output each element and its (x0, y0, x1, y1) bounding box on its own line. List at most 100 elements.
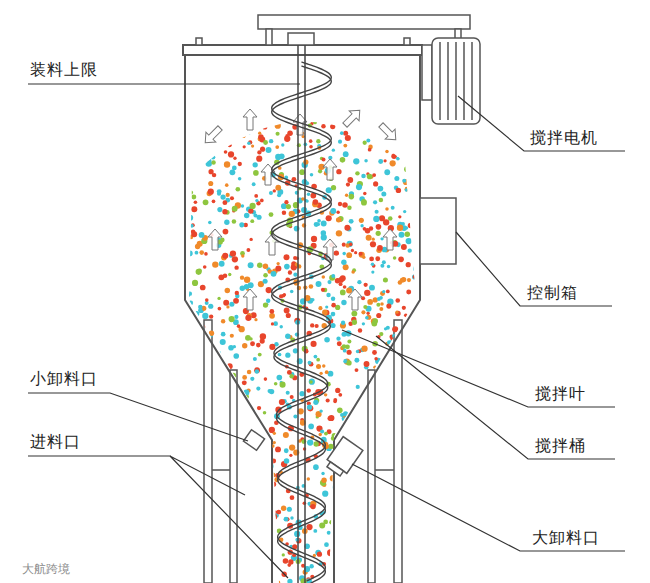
particle (309, 362, 314, 367)
particle (357, 128, 361, 132)
particle (331, 565, 336, 570)
particle (366, 312, 369, 315)
barrel-label: 搅拌桶 (535, 436, 586, 455)
particle (187, 333, 192, 338)
particle (210, 512, 214, 516)
particle (329, 520, 334, 525)
particle (339, 105, 343, 109)
particle (414, 132, 420, 138)
particle (269, 191, 273, 195)
particle (218, 474, 222, 478)
particle (206, 79, 210, 83)
particle (402, 333, 406, 337)
particle (371, 263, 375, 267)
particle (407, 168, 411, 172)
particle (290, 495, 295, 500)
particle (236, 476, 241, 481)
particle (202, 313, 208, 319)
particle (382, 537, 386, 541)
particle (263, 263, 269, 269)
particle (227, 89, 231, 93)
particle (209, 515, 215, 521)
particle (364, 90, 370, 96)
particle (290, 516, 293, 519)
particle (410, 309, 414, 313)
particle (199, 434, 205, 440)
particle (342, 475, 346, 479)
particle (187, 215, 193, 221)
particle (227, 109, 232, 114)
particle (403, 210, 406, 213)
particle (244, 277, 250, 283)
particle (222, 529, 228, 535)
particle (276, 132, 280, 136)
particle (228, 345, 234, 351)
particle (256, 111, 262, 117)
particle (237, 324, 241, 328)
particle (403, 179, 409, 185)
particle (257, 406, 261, 410)
mixing-barrel (183, 45, 422, 583)
particle (255, 199, 258, 202)
particle (223, 380, 229, 386)
particle (307, 477, 310, 480)
particle (234, 265, 238, 269)
particle (394, 408, 399, 413)
particle (412, 313, 416, 317)
particle (262, 124, 267, 129)
particle (287, 105, 292, 110)
particle (411, 458, 417, 464)
particle (189, 98, 192, 101)
particle (218, 307, 222, 311)
particle (351, 511, 356, 516)
particle (359, 218, 364, 223)
particle (361, 199, 366, 204)
particle (407, 557, 412, 562)
particle (353, 158, 359, 164)
particle (215, 579, 219, 583)
particle (244, 213, 249, 218)
particle (198, 145, 204, 151)
particle (391, 426, 396, 431)
particle (394, 176, 399, 181)
particle (367, 433, 372, 438)
leader-lines (28, 84, 625, 578)
particle (261, 459, 266, 464)
particle (376, 303, 380, 307)
particle (343, 285, 347, 289)
particle (401, 106, 406, 111)
particle (391, 385, 397, 391)
particle (357, 411, 361, 415)
particle (385, 150, 389, 154)
particle (234, 120, 240, 126)
particle (362, 322, 365, 325)
particle (363, 305, 367, 309)
particle (402, 512, 406, 516)
particle (387, 265, 390, 268)
particle (376, 224, 382, 230)
particle (217, 111, 222, 116)
particle (407, 534, 412, 539)
particle (331, 436, 336, 441)
particle (346, 252, 352, 258)
particle (387, 518, 391, 522)
flow-arrow (243, 289, 257, 310)
particle (322, 491, 328, 497)
particle (287, 507, 292, 512)
particle (263, 411, 267, 415)
particle (318, 306, 322, 310)
blade-edge (272, 62, 332, 581)
particle (405, 504, 410, 509)
particle (385, 207, 389, 211)
particle (307, 85, 311, 89)
inlet-label: 进料口 (30, 432, 81, 451)
particle (269, 344, 275, 350)
particle (398, 123, 403, 128)
particle (383, 159, 386, 162)
particle (223, 426, 226, 429)
particle (395, 384, 400, 389)
particle (230, 334, 234, 338)
particle (412, 103, 418, 109)
particle (381, 106, 385, 110)
particle (394, 551, 399, 556)
